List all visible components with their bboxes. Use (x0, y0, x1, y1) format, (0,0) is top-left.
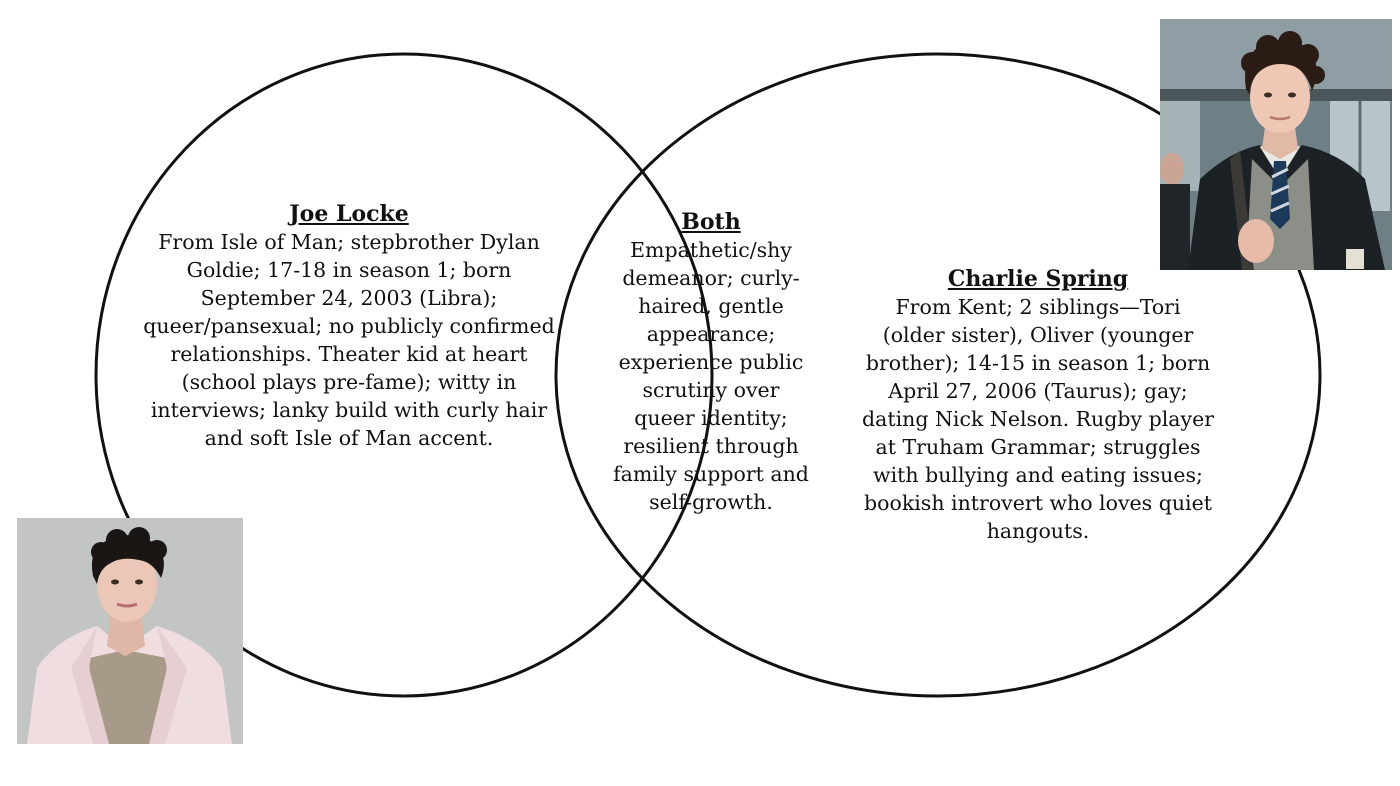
left-circle (94, 52, 714, 698)
joe-locke-block: Joe Locke From Isle of Man; stepbrother … (136, 200, 562, 452)
both-heading: Both (681, 209, 741, 235)
both-block: Both Empathetic/shy demeanor; curly-hair… (612, 208, 810, 516)
joe-locke-photo (17, 518, 243, 744)
charlie-spring-text: From Kent; 2 siblings—Tori (older sister… (862, 295, 1215, 543)
joe-portrait-image (17, 518, 243, 744)
joe-locke-text: From Isle of Man; stepbrother Dylan Gold… (143, 230, 555, 450)
charlie-spring-photo (1160, 19, 1392, 270)
charlie-portrait-image (1160, 19, 1392, 270)
charlie-spring-heading: Charlie Spring (947, 266, 1129, 292)
charlie-spring-block: Charlie Spring From Kent; 2 siblings—Tor… (862, 265, 1214, 545)
right-circle (554, 52, 1322, 698)
joe-locke-heading: Joe Locke (289, 201, 409, 227)
both-text: Empathetic/shy demeanor; curly-haired, g… (613, 238, 809, 514)
